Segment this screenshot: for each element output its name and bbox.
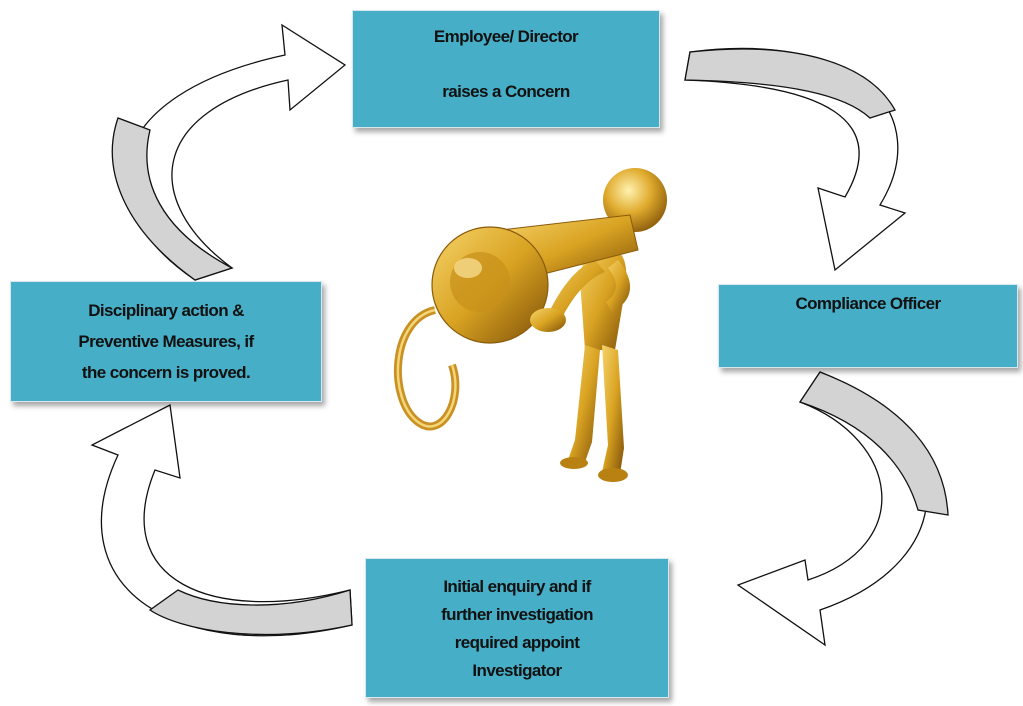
step-action-line-1: Disciplinary action & xyxy=(88,301,244,320)
step-enquiry-line-4: Investigator xyxy=(472,661,562,680)
step-initial-enquiry-box: Initial enquiry and if further investiga… xyxy=(365,558,669,698)
arrow-enquiry-to-action-icon xyxy=(90,404,353,637)
step-raise-line-2: raises a Concern xyxy=(442,82,570,101)
step-disciplinary-action-box: Disciplinary action & Preventive Measure… xyxy=(10,281,322,402)
step-enquiry-line-1: Initial enquiry and if xyxy=(443,577,591,596)
arrow-action-to-raise-icon xyxy=(111,23,347,281)
step-raise-line-1: Employee/ Director xyxy=(433,27,579,46)
step-enquiry-line-2: further investigation xyxy=(441,605,593,624)
arrow-officer-to-enquiry-icon xyxy=(736,371,949,647)
step-compliance-officer-box: Compliance Officer xyxy=(718,284,1018,368)
arrow-raise-to-officer-icon xyxy=(684,47,907,272)
whistle-figure-icon xyxy=(393,168,667,482)
step-officer-line-1: Compliance Officer xyxy=(795,294,941,313)
step-enquiry-line-3: required appoint xyxy=(454,633,580,652)
step-raise-concern-box: Employee/ Director raises a Concern xyxy=(352,10,660,128)
step-action-line-3: the concern is proved. xyxy=(81,363,251,382)
step-action-line-2: Preventive Measures, if xyxy=(78,332,254,351)
